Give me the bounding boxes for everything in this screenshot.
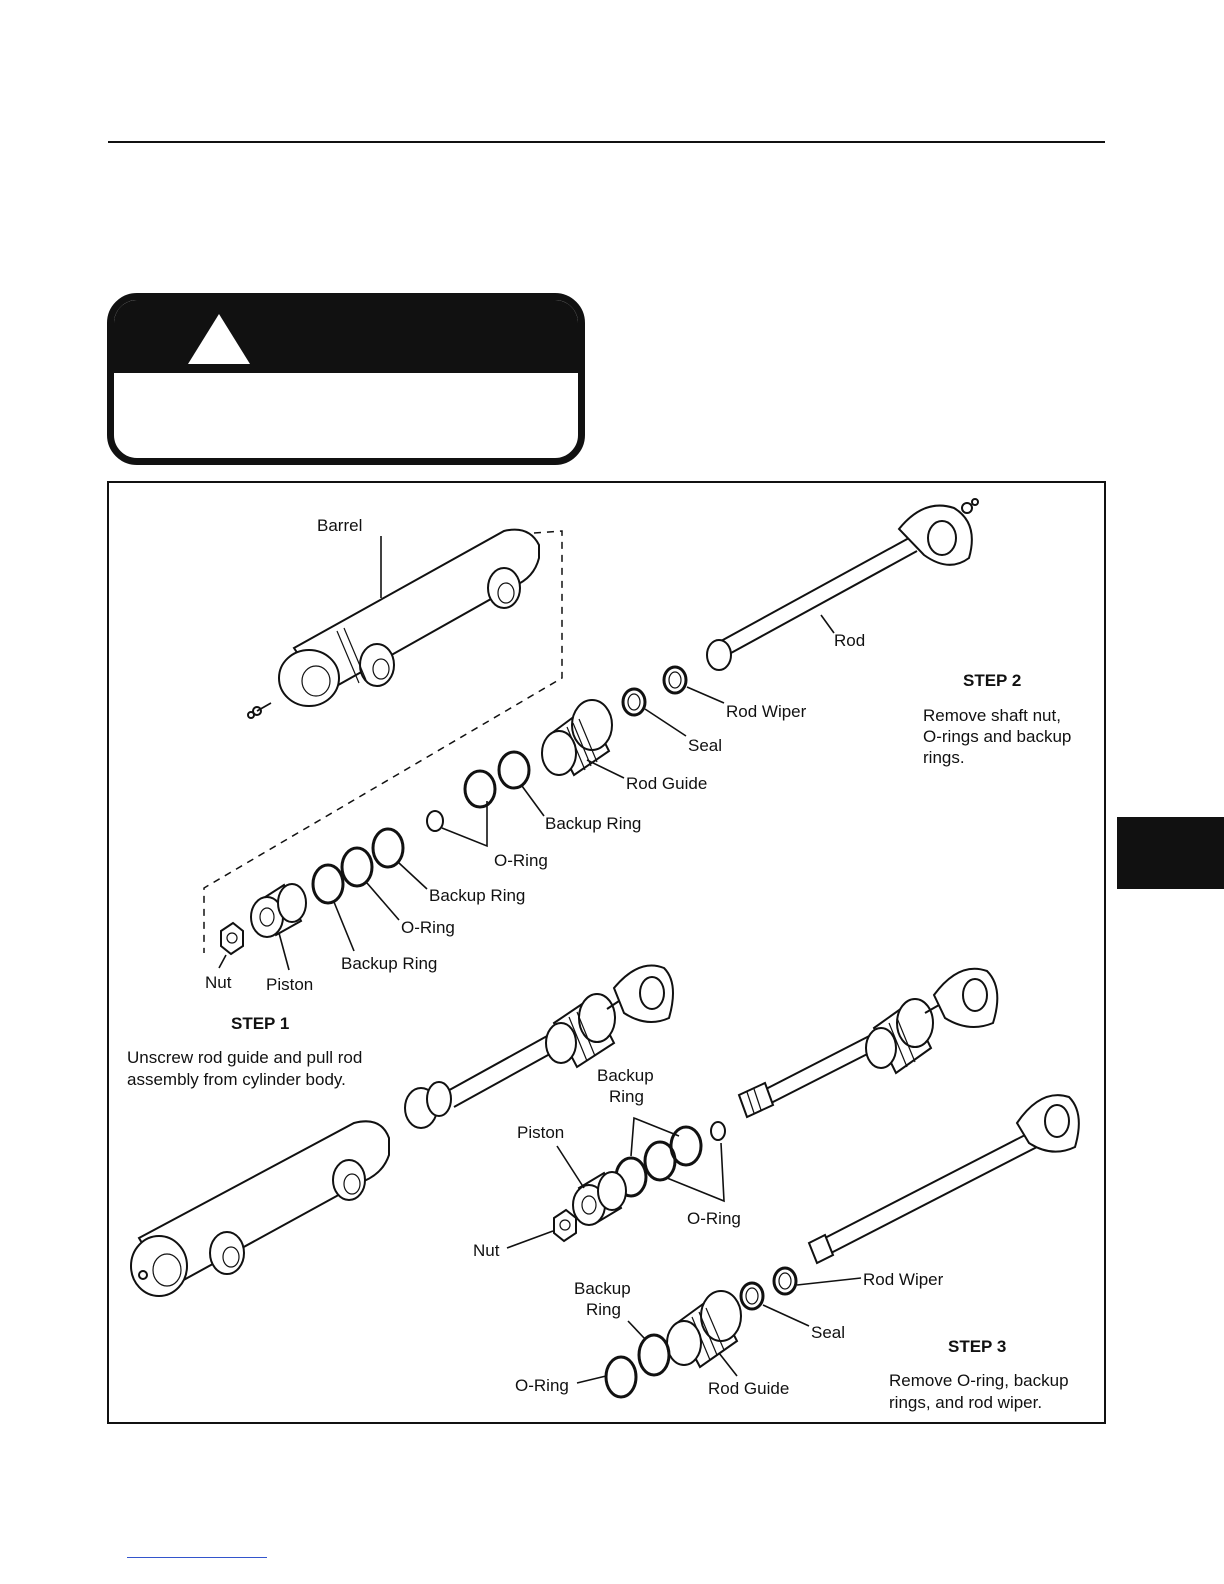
step3-seal-leader [762,1304,810,1327]
backup-ring-leader-3 [333,901,355,952]
step1-rod-assembly-part [404,964,674,1129]
o-ring-leader-2 [366,882,400,921]
step3-small-o-ring-part [710,1121,726,1141]
piston-part [250,883,307,938]
section-tab [1117,817,1224,889]
step2-line1: Remove shaft nut, [923,706,1061,725]
step3-rod-wiper-leader [796,1277,862,1286]
step3-rod-wiper-part [772,1266,798,1296]
seal-part [621,687,647,717]
nut-leader [218,954,227,969]
rod-part [706,504,973,671]
step3-line1: Remove O-ring, backup [889,1371,1069,1390]
figure-frame: Barrel Rod Rod Wiper Seal Rod Guide Back… [107,481,1106,1424]
step3-lower-o-ring-part [604,1355,638,1399]
label-step3-backup: Backup [597,1066,654,1085]
step2-line2: O-rings and backup [923,727,1071,746]
step3-lower-backup-leader [627,1320,646,1340]
step1-title: STEP 1 [231,1014,289,1033]
bleed-fitting-part [247,702,272,719]
step3-backup-ring-leader [630,1116,680,1157]
rod-leader [820,614,835,634]
label-nut: Nut [205,973,232,992]
step3-rod-assembly-part [737,967,999,1119]
step3-rod-part [807,1094,1080,1265]
label-backup-ring-2: Backup Ring [429,886,525,905]
rod-wiper-part [662,665,688,695]
label-backup-ring-3: Backup Ring [341,954,437,973]
cylinder-exploded-diagram: Barrel Rod Rod Wiper Seal Rod Guide Back… [127,498,1080,1412]
grease-fitting-part [961,498,979,514]
label-step3-rod-wiper: Rod Wiper [863,1270,944,1289]
header-rule [108,141,1105,143]
piston-leader [278,932,290,971]
label-piston: Piston [266,975,313,994]
label-seal: Seal [688,736,722,755]
step3-nut-part [553,1208,577,1243]
step3-nut-leader [506,1230,554,1249]
step3-piston-leader [556,1145,585,1189]
label-step3-rod-guide: Rod Guide [708,1379,789,1398]
label-step3-nut: Nut [473,1241,500,1260]
step3-rod-guide-leader [718,1352,738,1377]
label-step3-o-ring: O-Ring [687,1209,741,1228]
backup-ring-leader-1 [521,785,545,817]
warning-triangle-icon [188,314,250,364]
barrel-part [278,528,540,707]
label-barrel: Barrel [317,516,362,535]
label-rod-wiper: Rod Wiper [726,702,807,721]
label-o-ring-1: O-Ring [494,851,548,870]
label-rod-guide: Rod Guide [626,774,707,793]
backup-ring-leader-2 [398,862,428,890]
small-o-ring-part [426,810,444,832]
nut-part [220,921,244,956]
step3-title: STEP 3 [948,1337,1006,1356]
step1-barrel-part [130,1120,390,1297]
step2-line3: rings. [923,748,965,767]
o-ring-leader-1 [441,801,488,848]
label-step3-lower-ring: Ring [586,1300,621,1319]
step1-line1: Unscrew rod guide and pull rod [127,1048,362,1067]
step3-seal-part [739,1281,765,1311]
footer-link-underline[interactable] [127,1557,267,1558]
step1-line2: assembly from cylinder body. [127,1070,346,1089]
seal-leader [644,708,687,737]
backup-ring-part-3 [311,863,345,905]
rod-wiper-leader [686,686,725,704]
step3-piston-part [572,1171,627,1226]
step3-lower-backup-ring-part [637,1333,671,1377]
label-step3-lower-o-ring: O-Ring [515,1376,569,1395]
rod-guide-part [541,699,613,777]
label-step3-ring: Ring [609,1087,644,1106]
rod-guide-leader [586,759,625,779]
step3-o-ring-part [643,1140,677,1182]
backup-ring-part-1 [497,750,531,790]
o-ring-part-1 [463,769,497,809]
step3-lower-o-ring-leader [576,1375,607,1384]
alignment-dashed-line [203,530,563,953]
step2-title: STEP 2 [963,671,1021,690]
label-o-ring-2: O-Ring [401,918,455,937]
label-backup-ring-1: Backup Ring [545,814,641,833]
o-ring-part-2 [340,846,374,888]
label-step3-seal: Seal [811,1323,845,1342]
step3-rod-guide-part [666,1290,742,1369]
label-step3-lower-backup: Backup [574,1279,631,1298]
warning-box [107,293,585,465]
step3-line2: rings, and rod wiper. [889,1393,1042,1412]
label-step3-piston: Piston [517,1123,564,1142]
label-rod: Rod [834,631,865,650]
step3-o-ring-leader [666,1142,725,1203]
backup-ring-part-2 [371,827,405,869]
